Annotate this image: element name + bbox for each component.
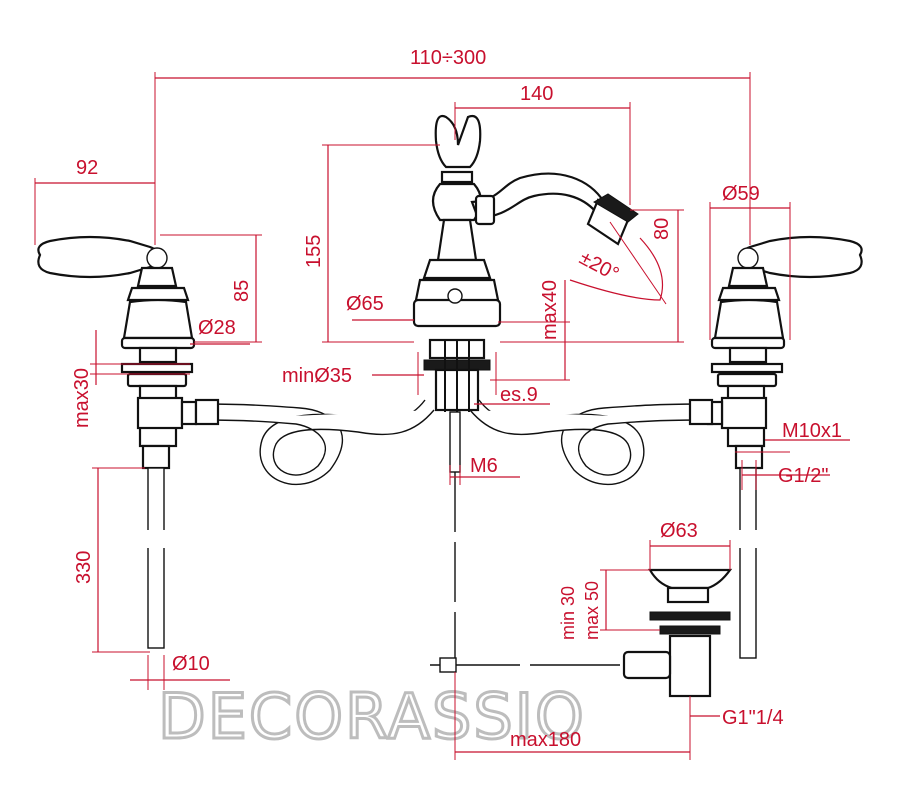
spout-collar — [440, 170, 474, 184]
label-d28: Ø28 — [198, 317, 236, 339]
label-max50: max 50 — [582, 581, 602, 640]
dimension-labels: 110÷300 140 92 155 Ø59 80 ±20° 85 Ø65 Ø2… — [71, 47, 842, 751]
dimension-lines — [34, 72, 850, 760]
right-tee-body — [720, 396, 768, 430]
spout-knob — [431, 182, 483, 222]
left-valve-base — [120, 336, 196, 350]
left-lower-fitting — [141, 444, 171, 470]
label-d65: Ø65 — [346, 293, 384, 315]
right-nut — [716, 372, 778, 388]
drain-cap — [648, 568, 733, 590]
spout-neck — [436, 218, 478, 262]
left-washer — [120, 362, 194, 374]
right-washer — [710, 362, 784, 374]
label-330: 330 — [73, 551, 95, 584]
label-drain-thread: G1"1/4 — [722, 707, 784, 729]
left-lever-hub — [146, 247, 168, 269]
nozzle-tip — [593, 193, 639, 223]
left-shank — [138, 346, 178, 364]
label-d10: Ø10 — [172, 653, 210, 675]
label-80: 80 — [651, 218, 673, 240]
left-supply-tube — [147, 467, 165, 649]
right-tube-break — [738, 530, 758, 548]
popup-rod — [449, 411, 461, 473]
label-spread: 110÷300 — [410, 47, 486, 69]
left-hose-inner — [195, 409, 435, 476]
rod-clip — [439, 657, 457, 673]
label-140: 140 — [520, 83, 553, 105]
left-tee-body — [136, 396, 184, 430]
drain-flange — [649, 611, 731, 621]
right-supply-tube — [739, 467, 757, 659]
right-valve-body — [713, 266, 785, 340]
spout-finial — [434, 114, 482, 169]
right-lever-hub — [737, 247, 759, 269]
label-g12: G1/2" — [778, 465, 828, 487]
label-min-d35: minØ35 — [282, 365, 352, 387]
label-155: 155 — [303, 235, 325, 268]
swan-neck-collar — [474, 194, 496, 226]
drain-neck — [666, 586, 710, 604]
label-85: 85 — [231, 280, 253, 302]
label-es9: es.9 — [500, 384, 538, 406]
left-hose-nut — [194, 398, 220, 426]
label-max30: max30 — [71, 368, 93, 428]
left-tee-nut — [180, 400, 198, 426]
label-d59: Ø59 — [722, 183, 760, 205]
right-valve-base — [710, 336, 786, 350]
spout-flange-upper — [422, 258, 492, 280]
drain-body — [668, 634, 712, 698]
label-92: 92 — [76, 157, 98, 179]
watermark: DECORASSIO — [158, 680, 586, 753]
right-shank — [728, 346, 768, 364]
left-nut — [126, 372, 188, 388]
label-d63: Ø63 — [660, 520, 698, 542]
drain-pivot — [622, 650, 672, 680]
label-max180: max180 — [510, 729, 581, 751]
right-hose-nut — [688, 398, 714, 426]
label-angle: ±20° — [576, 247, 623, 286]
label-max40: max40 — [539, 280, 561, 340]
right-lower-fitting — [734, 444, 764, 470]
drain-gasket — [659, 625, 721, 635]
left-valve-body — [122, 266, 194, 340]
label-m10x1: M10x1 — [782, 420, 842, 442]
faucet-assembly — [37, 114, 863, 698]
left-tube-break — [146, 530, 166, 548]
label-min30: min 30 — [558, 586, 578, 640]
label-m6: M6 — [470, 455, 498, 477]
spout-base — [412, 298, 502, 328]
right-hose-inner — [469, 409, 709, 476]
popup-knob — [447, 288, 463, 304]
